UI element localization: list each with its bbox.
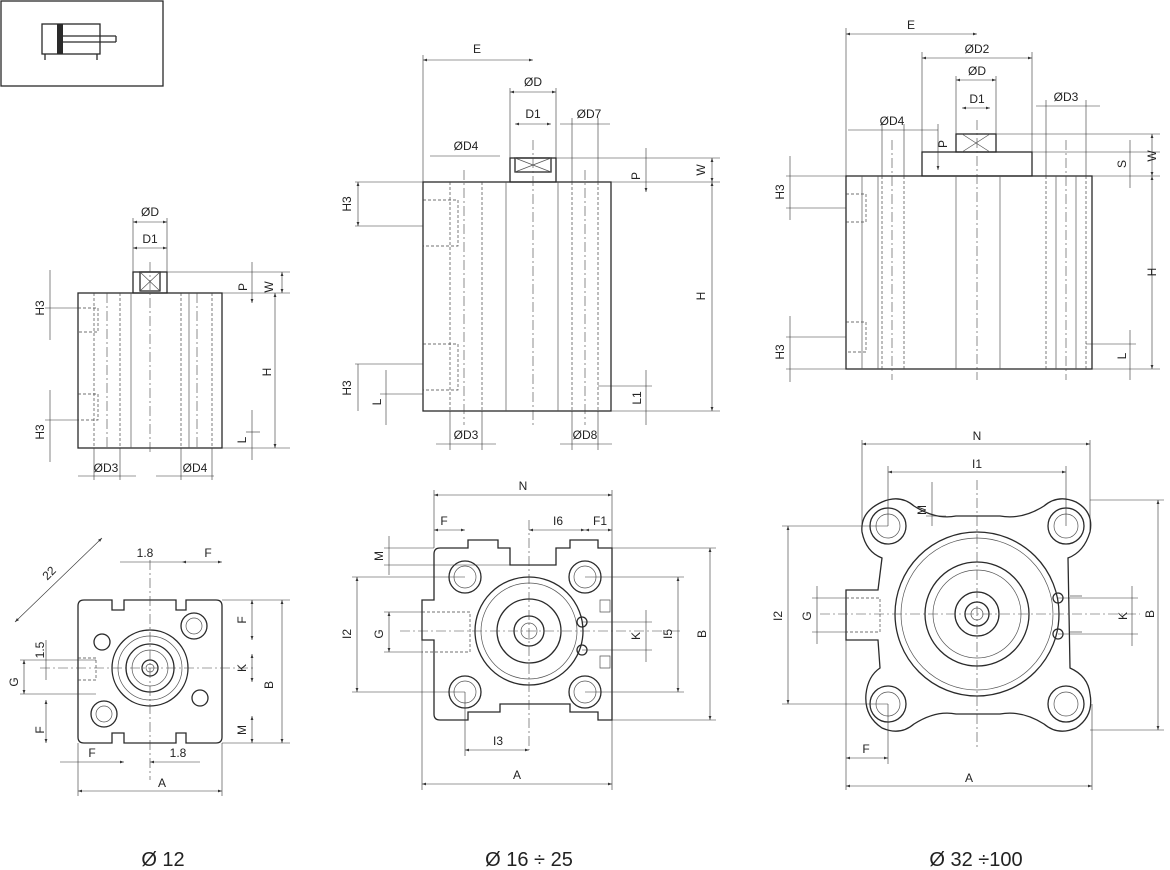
d12-p-label: P — [236, 283, 250, 291]
pneumatic-cylinder-symbol-icon — [41, 23, 117, 60]
d16-f1-label: F1 — [593, 514, 607, 528]
d16-front-body — [421, 539, 613, 721]
d32-k-label: K — [1116, 612, 1130, 620]
front-view-d16-25: N A B I5 K I2 G M F I6 F1 — [340, 479, 716, 790]
d32-w-label: W — [1145, 150, 1159, 162]
d16-od7-label: ØD7 — [577, 107, 602, 121]
side-view-d32-100: E ØD2 ØD D1 ØD3 ØD4 P S W H L — [773, 18, 1160, 382]
d16-i2-label: I2 — [340, 629, 354, 639]
d16-m-label: M — [372, 551, 386, 561]
d32-e-label: E — [907, 18, 915, 32]
d32-body — [845, 175, 1093, 370]
d16-w-label: W — [694, 164, 708, 176]
d32-d1-label: D1 — [969, 92, 985, 106]
d16-od4-label: ØD4 — [454, 139, 479, 153]
d16-h-label: H — [694, 292, 708, 301]
front-view-d12: 22 1.8 F B F K M G 1.5 F F 1.8 A — [7, 537, 290, 796]
d32-od-label: ØD — [968, 64, 986, 78]
d12-f-top-label: F — [204, 546, 211, 560]
d32-n-label: N — [973, 429, 982, 443]
d32-od4-label: ØD4 — [880, 114, 905, 128]
side-view-d12: ØD D1 P W H L H3 H3 ØD3 ØD4 — [33, 205, 290, 480]
d12-g-label: G — [7, 677, 21, 686]
d32-s-label: S — [1115, 160, 1129, 168]
d12-15-label: 1.5 — [33, 641, 47, 658]
caption-d12: Ø 12 — [141, 849, 184, 870]
d32-od2-label: ØD2 — [965, 42, 990, 56]
d16-body — [422, 181, 612, 412]
d16-h3-bottom-label: H3 — [340, 380, 354, 396]
d12-f-right-label: F — [235, 616, 249, 623]
d12-d1-label: D1 — [142, 232, 158, 246]
d16-a-label: A — [513, 768, 521, 782]
d32-i2-label: I2 — [771, 611, 785, 621]
front-view-d32-100: N I1 A F B K I2 G M — [771, 429, 1164, 790]
d12-k-label: K — [235, 664, 249, 672]
d16-i6-label: I6 — [553, 514, 563, 528]
d32-i1-label: I1 — [972, 457, 982, 471]
d12-l-label: L — [235, 436, 249, 443]
cylinder-symbol — [0, 0, 164, 87]
d32-od3-label: ØD3 — [1054, 90, 1079, 104]
d16-k-label: K — [629, 632, 643, 640]
d12-h-label: H — [260, 368, 274, 377]
d32-g-label: G — [800, 611, 814, 620]
d16-h3-top-label: H3 — [340, 196, 354, 212]
d32-h-label: H — [1145, 268, 1159, 277]
d16-i5-label: I5 — [661, 629, 675, 639]
d32-f-label: F — [862, 742, 869, 756]
d32-b-label: B — [1143, 610, 1157, 618]
d32-h3-top-label: H3 — [773, 184, 787, 200]
d16-i3-label: I3 — [493, 734, 503, 748]
d12-od4-label: ØD4 — [183, 461, 208, 475]
d16-od8-label: ØD8 — [573, 428, 598, 442]
symbol-frame — [0, 0, 164, 87]
d16-od3-label: ØD3 — [454, 428, 479, 442]
d12-22-label: 22 — [39, 563, 59, 583]
d12-a-label: A — [158, 776, 166, 790]
d16-p-label: P — [629, 172, 643, 180]
d32-p-label: P — [936, 140, 950, 148]
d32-a-label: A — [965, 771, 973, 785]
d16-l1-label: L1 — [630, 391, 644, 405]
d12-od3-label: ØD3 — [94, 461, 119, 475]
d16-g-label: G — [372, 629, 386, 638]
caption-d32-100: Ø 32 ÷100 — [929, 849, 1022, 870]
caption-d16-25: Ø 16 ÷ 25 — [485, 849, 573, 870]
d12-h3-bottom-label: H3 — [33, 424, 47, 440]
d12-b-label: B — [262, 681, 276, 689]
d16-od-label: ØD — [524, 75, 542, 89]
d16-b-label: B — [695, 630, 709, 638]
d16-e-label: E — [473, 42, 481, 56]
d32-piston-rod — [955, 133, 997, 153]
d12-18-bottom-label: 1.8 — [170, 746, 187, 760]
side-view-d16-25: E ØD D1 ØD7 ØD4 P W H L1 H3 H3 L — [340, 42, 720, 450]
d16-d1-label: D1 — [525, 107, 541, 121]
d12-m-label: M — [235, 725, 249, 735]
d16-f-label: F — [440, 514, 447, 528]
d12-h3-top-label: H3 — [33, 300, 47, 316]
d16-n-label: N — [519, 479, 528, 493]
d32-h3-bottom-label: H3 — [773, 344, 787, 360]
d12-18-top-label: 1.8 — [137, 546, 154, 560]
d12-od-label: ØD — [141, 205, 159, 219]
d32-m-label: M — [915, 505, 929, 515]
d12-w-label: W — [262, 281, 276, 293]
d16-l-label: L — [370, 398, 384, 405]
d12-f-bottom-label: F — [88, 746, 95, 760]
d12-f-left-label: F — [33, 726, 47, 733]
d32-front-body — [845, 498, 1092, 732]
d32-l-label: L — [1115, 352, 1129, 359]
